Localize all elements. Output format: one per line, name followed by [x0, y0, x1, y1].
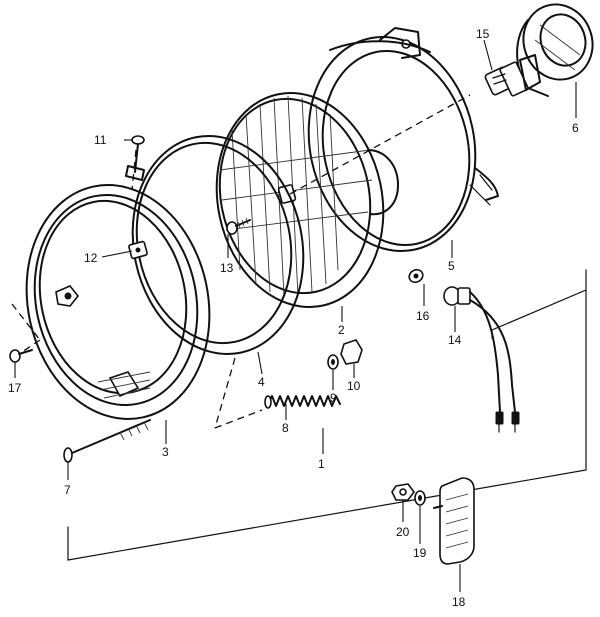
part-label-7: 7 — [64, 483, 71, 497]
lamp-socket — [443, 286, 520, 433]
part-label-8: 8 — [282, 421, 289, 435]
small-screw — [9, 349, 33, 363]
lens-screw — [226, 217, 251, 235]
top-screw — [125, 135, 145, 181]
square-nut — [340, 339, 363, 365]
part-label-18: 18 — [452, 595, 466, 609]
part-label-9: 9 — [330, 391, 337, 405]
part-label-10: 10 — [347, 379, 361, 393]
halogen-bulb — [484, 54, 541, 97]
part-label-14: 14 — [448, 333, 462, 347]
position-bulb — [408, 268, 424, 284]
retaining-ring — [131, 134, 305, 356]
part-label-6: 6 — [572, 121, 579, 135]
part-label-19: 19 — [413, 546, 427, 560]
leader-lines — [14, 39, 577, 592]
part-label-17: 17 — [8, 381, 22, 395]
headlamp-housing — [307, 27, 499, 253]
part-label-15: 15 — [476, 27, 490, 41]
alignment-dashes — [11, 94, 471, 429]
part-labels: 1 2 3 4 5 6 7 8 9 10 11 12 13 14 15 16 1… — [8, 27, 579, 609]
adjusting-spring — [264, 395, 341, 409]
headlamp-rim — [25, 184, 211, 420]
part-label-12: 12 — [84, 251, 98, 265]
part-label-11: 11 — [94, 133, 107, 147]
part-label-20: 20 — [396, 525, 410, 539]
part-label-13: 13 — [220, 261, 234, 275]
part-label-4: 4 — [258, 375, 265, 389]
long-screw — [63, 419, 151, 463]
socket-cover — [516, 3, 594, 97]
part-label-3: 3 — [162, 445, 169, 459]
clip-nut — [128, 240, 148, 260]
reflector-nut — [391, 483, 415, 501]
part-label-2: 2 — [338, 323, 345, 337]
assembly-outline — [67, 269, 587, 561]
washer — [327, 354, 339, 370]
part-label-16: 16 — [416, 309, 430, 323]
part-label-5: 5 — [448, 259, 455, 273]
reflector-washer — [414, 490, 426, 506]
side-reflector — [433, 477, 475, 565]
part-label-1: 1 — [318, 457, 325, 471]
